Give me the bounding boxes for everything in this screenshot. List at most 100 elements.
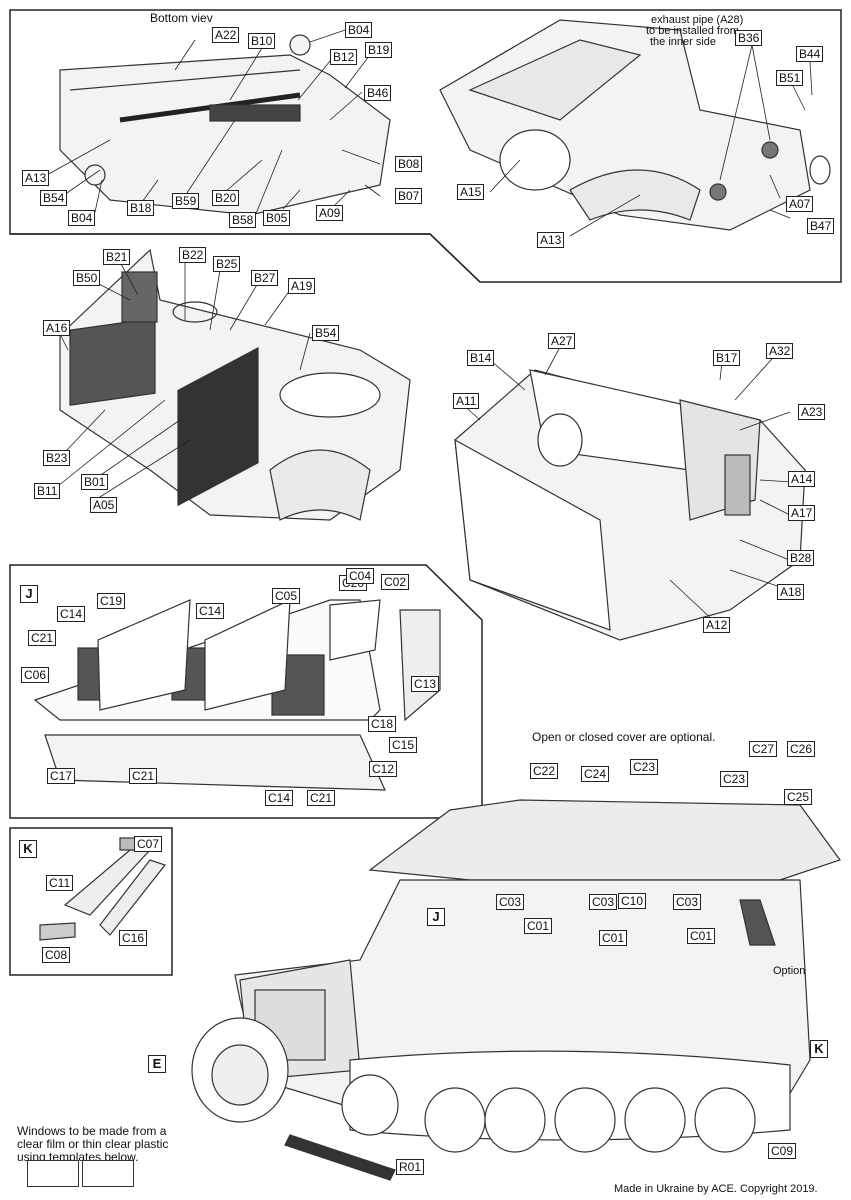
exhaust-note-line2: to be installed from — [646, 25, 739, 37]
part-label: C21 — [28, 630, 57, 646]
section-j-callout: J — [427, 908, 445, 926]
part-label: C13 — [411, 676, 440, 692]
part-label: B27 — [251, 270, 279, 286]
part-label: C03 — [673, 894, 702, 910]
part-label: B51 — [776, 70, 804, 86]
j-panel-border — [9, 564, 483, 819]
part-label: C07 — [134, 836, 163, 852]
part-label: B21 — [103, 249, 131, 265]
part-label: C22 — [530, 763, 559, 779]
part-label: A27 — [548, 333, 576, 349]
part-label: C10 — [618, 893, 647, 909]
windows-note-line2: clear film or thin clear plastic — [17, 1137, 169, 1151]
part-label: C14 — [196, 603, 225, 619]
middle-divider — [10, 233, 481, 283]
part-label: C24 — [581, 766, 610, 782]
part-label: C17 — [47, 768, 76, 784]
part-label: B44 — [796, 46, 824, 62]
part-label: C01 — [599, 930, 628, 946]
part-label: R01 — [396, 1159, 425, 1175]
part-label: A13 — [22, 170, 50, 186]
part-label: A32 — [766, 343, 794, 359]
part-label: C08 — [42, 947, 71, 963]
part-label: C11 — [46, 875, 74, 891]
rear-body-art — [33, 599, 441, 791]
section-k-callout: K — [810, 1040, 828, 1058]
part-label: C12 — [369, 761, 398, 777]
part-label: A18 — [777, 584, 805, 600]
leader-lines — [44, 29, 813, 623]
part-label: A16 — [43, 320, 71, 336]
part-label: A12 — [703, 617, 731, 633]
part-label: A14 — [788, 471, 816, 487]
part-label: B47 — [807, 218, 835, 234]
part-label: B12 — [330, 49, 358, 65]
part-label: A11 — [453, 393, 480, 409]
part-label: C21 — [307, 790, 336, 806]
cab-front-art — [454, 369, 806, 641]
part-label: A13 — [537, 232, 565, 248]
bottom-view-caption: Bottom viev — [150, 11, 213, 25]
part-label: B50 — [73, 270, 101, 286]
part-label: A17 — [788, 505, 816, 521]
section-j-marker: J — [20, 585, 38, 603]
part-label: B36 — [735, 30, 763, 46]
cab-interior-art — [59, 248, 411, 521]
k-panel-border — [9, 827, 173, 976]
part-label: C01 — [524, 918, 553, 934]
part-label: C27 — [749, 741, 778, 757]
copyright: Made in Ukraine by ACE. Copyright 2019. — [614, 1183, 818, 1195]
cover-optional-note: Open or closed cover are optional. — [532, 730, 716, 744]
part-label: B20 — [212, 190, 240, 206]
part-label: A05 — [90, 497, 118, 513]
part-label: B54 — [40, 190, 68, 206]
part-label: B28 — [787, 550, 815, 566]
part-label: C21 — [129, 768, 158, 784]
part-label: B07 — [395, 188, 423, 204]
option-note: Option — [773, 965, 806, 977]
section-e-callout: E — [148, 1055, 166, 1073]
window-template-2 — [82, 1160, 134, 1187]
part-label: B59 — [172, 193, 200, 209]
part-label: B23 — [43, 450, 71, 466]
chassis-top-art — [439, 19, 831, 231]
part-label: B11 — [34, 483, 61, 499]
part-label: A22 — [212, 27, 240, 43]
part-label: C16 — [119, 930, 148, 946]
windows-note-line1: Windows to be made from a — [17, 1124, 167, 1138]
exhaust-note-line1: exhaust pipe (A28) — [651, 14, 744, 26]
part-label: B04 — [68, 210, 96, 226]
part-label: C02 — [381, 574, 410, 590]
part-label: A09 — [316, 205, 344, 221]
part-label: C01 — [687, 928, 716, 944]
part-label: A23 — [798, 404, 826, 420]
part-label: A15 — [457, 184, 485, 200]
part-label: B46 — [364, 85, 392, 101]
part-label: B08 — [395, 156, 423, 172]
part-label: C09 — [768, 1143, 797, 1159]
part-label: B14 — [467, 350, 495, 366]
part-label: A19 — [288, 278, 316, 294]
part-label: C25 — [784, 789, 813, 805]
part-label: B04 — [345, 22, 373, 38]
part-label: C06 — [21, 667, 50, 683]
part-label: C14 — [265, 790, 294, 806]
part-label: A07 — [786, 196, 814, 212]
part-label: B54 — [312, 325, 340, 341]
exhaust-note-line3: the inner side — [650, 36, 717, 48]
part-label: C03 — [496, 894, 525, 910]
part-label: B10 — [248, 33, 276, 49]
part-label: B19 — [365, 42, 393, 58]
part-label: B17 — [713, 350, 741, 366]
part-label: C15 — [389, 737, 418, 753]
section-k-marker: K — [19, 840, 37, 858]
part-label: B05 — [263, 210, 291, 226]
part-label: C04 — [346, 568, 375, 584]
part-label: C23 — [630, 759, 659, 775]
part-label: C18 — [368, 716, 397, 732]
part-label: C14 — [57, 606, 86, 622]
part-label: C23 — [720, 771, 749, 787]
part-label: B18 — [127, 200, 155, 216]
part-label: B01 — [81, 474, 109, 490]
